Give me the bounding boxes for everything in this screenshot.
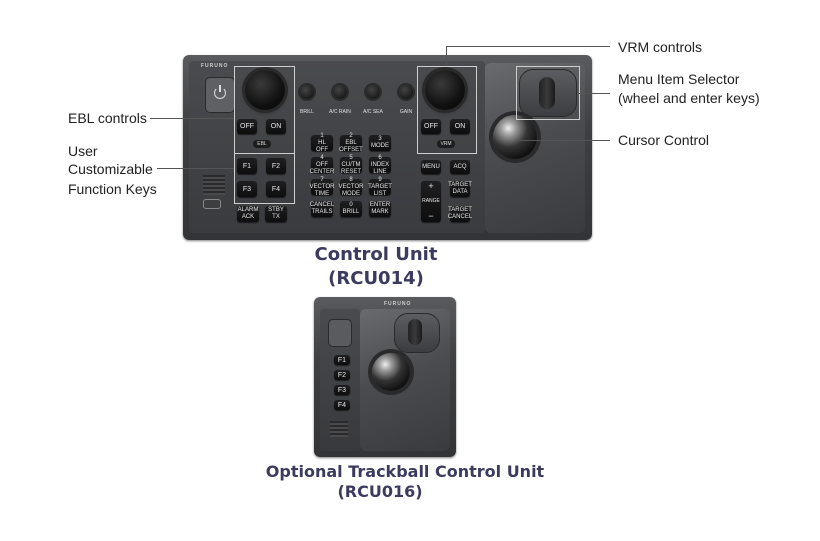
ebl-highlight-box (234, 66, 295, 154)
rcu016-function-key-f4[interactable]: F4 (334, 400, 350, 410)
vrm-label: VRM (437, 140, 455, 148)
range-rocker[interactable]: + RANGE − (421, 181, 441, 222)
trackball[interactable] (493, 115, 537, 159)
ac-rain-knob-label: A/C RAIN (329, 109, 351, 115)
ac-sea-knob[interactable] (366, 85, 380, 99)
alarm-ack-button[interactable]: ALARM ACK (237, 206, 259, 222)
trackball-unit-caption: Optional Trackball Control Unit (265, 462, 545, 481)
rcu016-scroll-wheel[interactable] (408, 319, 422, 345)
vrm-off-button[interactable]: OFF (421, 119, 441, 134)
menu-scroll-wheel[interactable] (539, 77, 555, 109)
user-keys-label-line1: User (68, 143, 98, 159)
vrm-highlight-box (417, 66, 477, 154)
menu-callout-line (578, 93, 610, 94)
vrm-controls-label: VRM controls (618, 39, 703, 55)
vrm-callout-line-h (446, 46, 610, 47)
power-button[interactable] (205, 77, 235, 113)
rcu016-brand-logo: FURUNO (384, 301, 412, 307)
control-unit-rcu014: FURUNO BRILL A/C RAIN A/C SEA GAIN OFF O… (183, 55, 592, 240)
ebl-off-button[interactable]: OFF (237, 119, 257, 134)
function-keys-highlight-box (234, 153, 295, 204)
ac-rain-knob[interactable] (333, 85, 347, 99)
vrm-callout-line-v (446, 46, 447, 66)
gain-knob-label: GAIN (399, 109, 413, 115)
menu-item-selector-label: Menu Item Selector (618, 71, 740, 87)
sticker-icon (203, 199, 221, 209)
user-keys-label-line2: Customizable (68, 161, 153, 177)
ebl-on-button[interactable]: ON (266, 119, 286, 134)
rcu016-trackball[interactable] (372, 353, 410, 391)
target-cancel-button[interactable]: TARGET CANCEL (447, 206, 473, 222)
rcu016-speaker-grille (330, 421, 348, 437)
function-key-f3[interactable]: F3 (237, 181, 257, 197)
menu-selector-highlight-box (516, 66, 580, 120)
trackball-unit-model-caption: (RCU016) (337, 482, 423, 501)
ebl-label: EBL (253, 140, 271, 148)
brill-knob-label: BRILL (300, 109, 314, 115)
function-key-f4[interactable]: F4 (266, 181, 286, 197)
cursor-callout-line (516, 140, 610, 141)
rcu016-function-key-f1[interactable]: F1 (334, 355, 350, 365)
acq-button[interactable]: ACQ (450, 160, 470, 174)
rcu016-function-key-f3[interactable]: F3 (334, 385, 350, 395)
menu-button[interactable]: MENU (421, 160, 441, 174)
vrm-on-button[interactable]: ON (450, 119, 470, 134)
ebl-knob[interactable] (245, 70, 285, 110)
user-keys-label-line3: Function Keys (68, 181, 157, 197)
control-unit-caption: Control Unit (314, 244, 438, 265)
brill-knob[interactable] (300, 85, 314, 99)
rcu016-power-slot[interactable] (328, 319, 352, 347)
control-unit-model-caption: (RCU014) (328, 268, 424, 289)
range-plus-icon: + (428, 181, 434, 191)
function-key-f1[interactable]: F1 (237, 158, 257, 174)
speaker-grille (203, 175, 225, 195)
trackball-unit-rcu016: FURUNO F1 F2 F3 F4 (314, 297, 456, 457)
function-keys-callout-line (157, 168, 234, 169)
menu-item-selector-sublabel: (wheel and enter keys) (618, 90, 760, 106)
gain-knob[interactable] (399, 85, 413, 99)
ebl-controls-label: EBL controls (68, 110, 147, 126)
target-data-button[interactable]: TARGET DATA (448, 181, 472, 197)
rcu016-function-key-f2[interactable]: F2 (334, 370, 350, 380)
range-minus-icon: − (428, 211, 434, 221)
brand-logo: FURUNO (201, 63, 229, 69)
function-key-f2[interactable]: F2 (266, 158, 286, 174)
ac-sea-knob-label: A/C SEA (363, 109, 383, 115)
ebl-callout-line (150, 118, 234, 119)
stby-tx-button[interactable]: STBY TX (265, 206, 287, 222)
cursor-control-label: Cursor Control (618, 132, 710, 148)
vrm-knob[interactable] (425, 70, 465, 110)
power-icon (214, 87, 226, 99)
